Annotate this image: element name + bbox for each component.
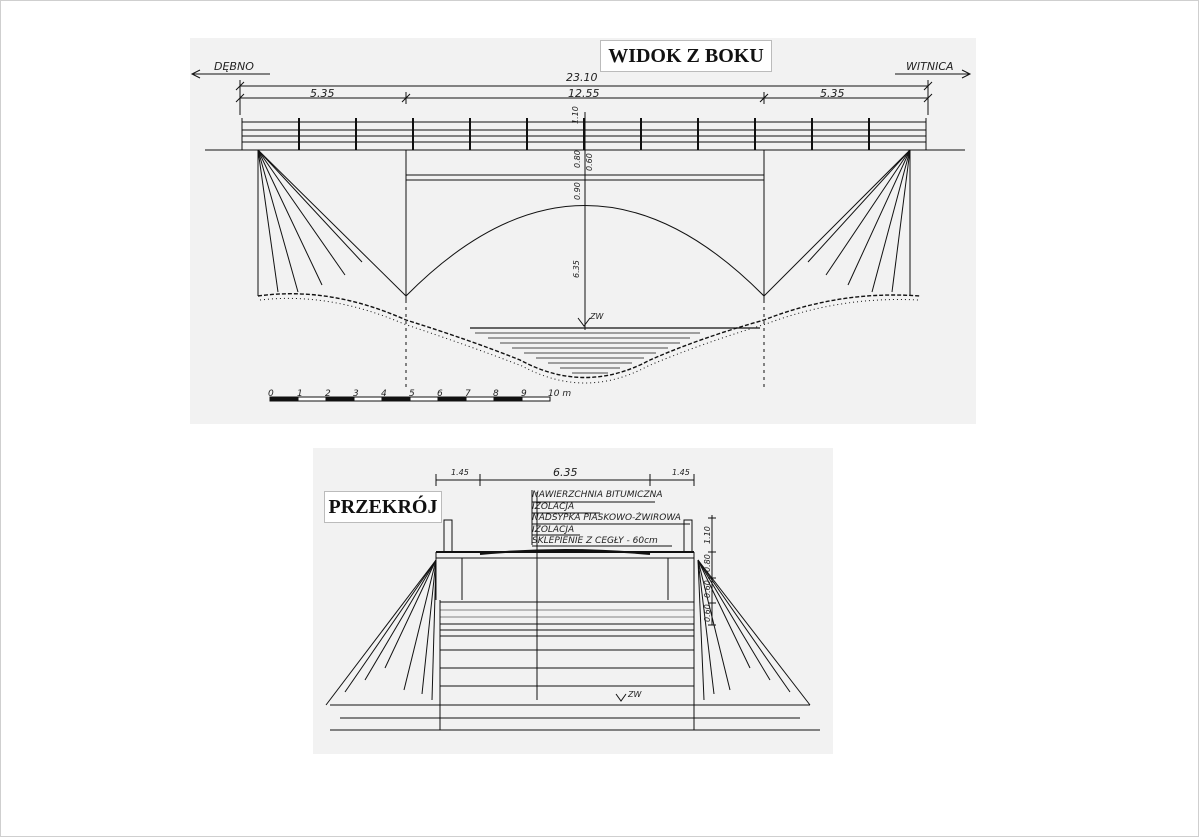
scale-tick-0: 0 xyxy=(268,389,274,399)
scale-tick-10: 10 m xyxy=(548,389,572,399)
water-lines xyxy=(470,327,760,374)
span-right-label: 5.35 xyxy=(820,87,845,100)
scale-tick-6: 6 xyxy=(437,389,443,399)
cross-section-title: PRZEKRÓJ xyxy=(324,491,442,523)
dimension-lines-side xyxy=(235,80,933,115)
section-width-right: 1.45 xyxy=(672,468,690,477)
layer-1: NAWIERZCHNIA BITUMICZNA xyxy=(532,490,663,500)
layer-5: SKLEPIENIE Z CEGŁY - 60cm xyxy=(532,536,658,546)
water-label-section: ZW xyxy=(628,690,642,699)
scale-tick-1: 1 xyxy=(297,389,303,399)
brick-vault-layer xyxy=(439,601,695,687)
section-deck xyxy=(435,492,695,700)
scale-tick-8: 8 xyxy=(493,389,499,399)
direction-arrow-right xyxy=(895,69,972,79)
dim-top-2: 0.80 xyxy=(573,150,582,168)
span-mid-label: 12.55 xyxy=(568,87,600,100)
water-label-side: ZW xyxy=(590,312,604,321)
wing-wall-left xyxy=(257,149,407,297)
embankment-left xyxy=(325,559,437,706)
total-length-label: 23.10 xyxy=(566,71,598,84)
railing xyxy=(241,118,927,150)
side-view-title: WIDOK Z BOKU xyxy=(600,40,772,72)
scale-tick-7: 7 xyxy=(465,389,471,399)
span-left-label: 5.35 xyxy=(310,87,335,100)
direction-right-label: WITNICA xyxy=(906,60,954,73)
side-view-sheet xyxy=(190,38,976,424)
scale-tick-9: 9 xyxy=(521,389,527,399)
dim-arch: 6.35 xyxy=(572,260,581,278)
section-dim-2: 0.80 xyxy=(703,554,712,572)
embankment-right xyxy=(697,559,811,706)
layer-3: NADSYPKA PIASKOWO-ŻWIROWA xyxy=(532,513,681,523)
scale-bar xyxy=(269,396,551,402)
section-dim-3: 0.60 xyxy=(703,580,712,598)
section-width-left: 1.45 xyxy=(451,468,469,477)
dim-top-1: 1.10 xyxy=(571,106,580,124)
layers-leader xyxy=(531,490,690,547)
direction-arrow-left xyxy=(190,69,270,79)
section-dim-4: 0.60 xyxy=(703,604,712,622)
wing-wall-right xyxy=(763,149,911,297)
dim-top-4: 0.90 xyxy=(573,182,582,200)
water-level-marker xyxy=(577,317,591,327)
direction-left-label: DĘBNO xyxy=(214,60,254,73)
scale-tick-5: 5 xyxy=(409,389,415,399)
scale-tick-3: 3 xyxy=(353,389,359,399)
layer-2: IZOLACJA xyxy=(532,501,575,512)
scale-tick-2: 2 xyxy=(325,389,331,399)
section-dim-1: 1.10 xyxy=(703,526,712,544)
section-dimension-lines xyxy=(435,474,716,626)
dim-top-3: 0.60 xyxy=(585,153,594,171)
layer-4: IZOLACJA xyxy=(532,524,575,535)
section-width-mid: 6.35 xyxy=(553,466,578,479)
section-water xyxy=(330,693,820,731)
scale-tick-4: 4 xyxy=(381,389,387,399)
layers-legend: NAWIERZCHNIA BITUMICZNA IZOLACJA NADSYPK… xyxy=(532,490,681,548)
